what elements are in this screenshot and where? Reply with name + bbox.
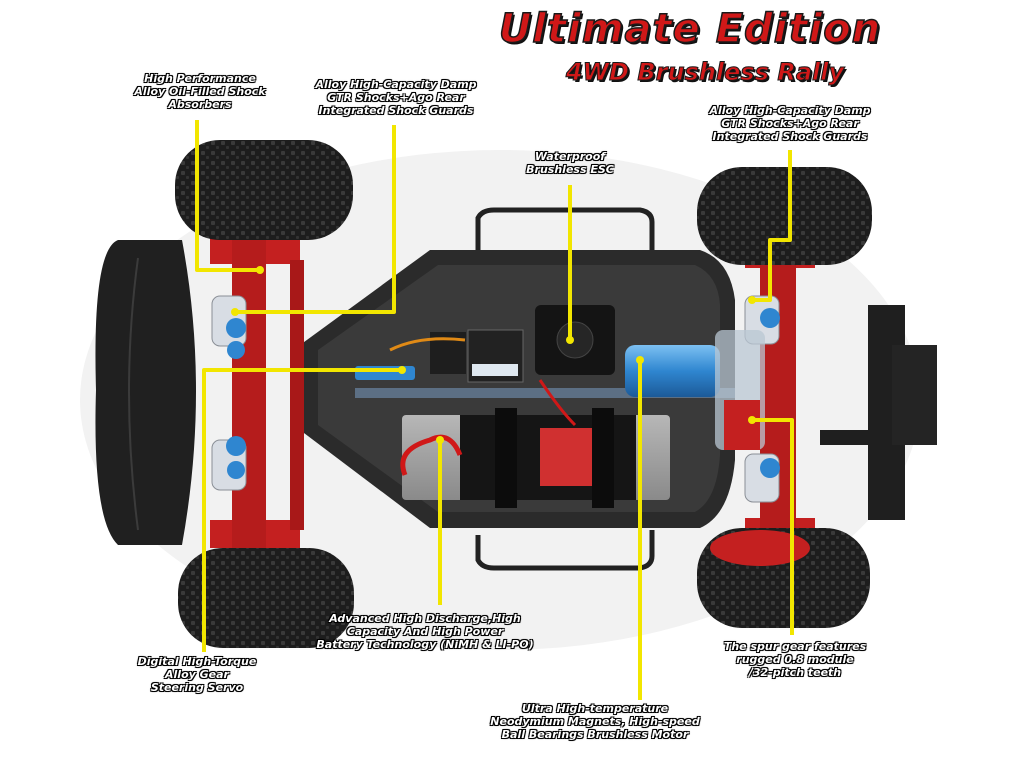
front-shock-bottom	[211, 436, 247, 491]
callout-lines	[195, 120, 794, 700]
brushless-motor	[625, 345, 720, 397]
label-damp-shocks-left: Alloy High-Capacity Damp GTR Shocks+Ago …	[315, 78, 477, 117]
callout-spur-gear	[752, 418, 794, 635]
callout-damp-right	[752, 150, 792, 302]
callout-damp-left	[235, 125, 396, 314]
body-mount-bar-bottom	[475, 530, 655, 571]
label-motor: Ultra High-temperature Neodymium Magnets…	[490, 702, 700, 741]
rear-shock-bottom	[744, 453, 780, 503]
title-subtitle: 4WD Brushless Rally	[565, 58, 845, 87]
callout-servo	[202, 368, 402, 652]
label-battery: Advanced High Discharge,High Capacity An…	[316, 612, 534, 651]
center-driveshaft	[355, 388, 735, 398]
tire-rear-bottom	[697, 528, 870, 628]
callout-front-shocks	[195, 120, 260, 272]
label-spur-gear: The spur gear features rugged 0.8 module…	[723, 640, 867, 679]
tire-front-bottom	[178, 548, 354, 648]
front-bumper	[95, 240, 196, 545]
title-main: Ultimate Edition	[498, 5, 882, 53]
tire-front-top	[175, 140, 353, 240]
front-shock-top	[211, 295, 247, 359]
tire-rear-top	[697, 167, 872, 265]
callout-dots	[231, 266, 756, 444]
label-esc: Waterproof Brushless ESC	[526, 150, 614, 176]
label-damp-shocks-right: Alloy High-Capacity Damp GTR Shocks+Ago …	[709, 104, 871, 143]
body-mount-bar-top	[475, 207, 655, 252]
front-suspension-tower	[232, 236, 266, 548]
label-front-shocks: High Performance Alloy Oil-Filled Shock …	[134, 72, 266, 111]
label-steering-servo: Digital High-Torque Alloy Gear Steering …	[137, 655, 257, 694]
